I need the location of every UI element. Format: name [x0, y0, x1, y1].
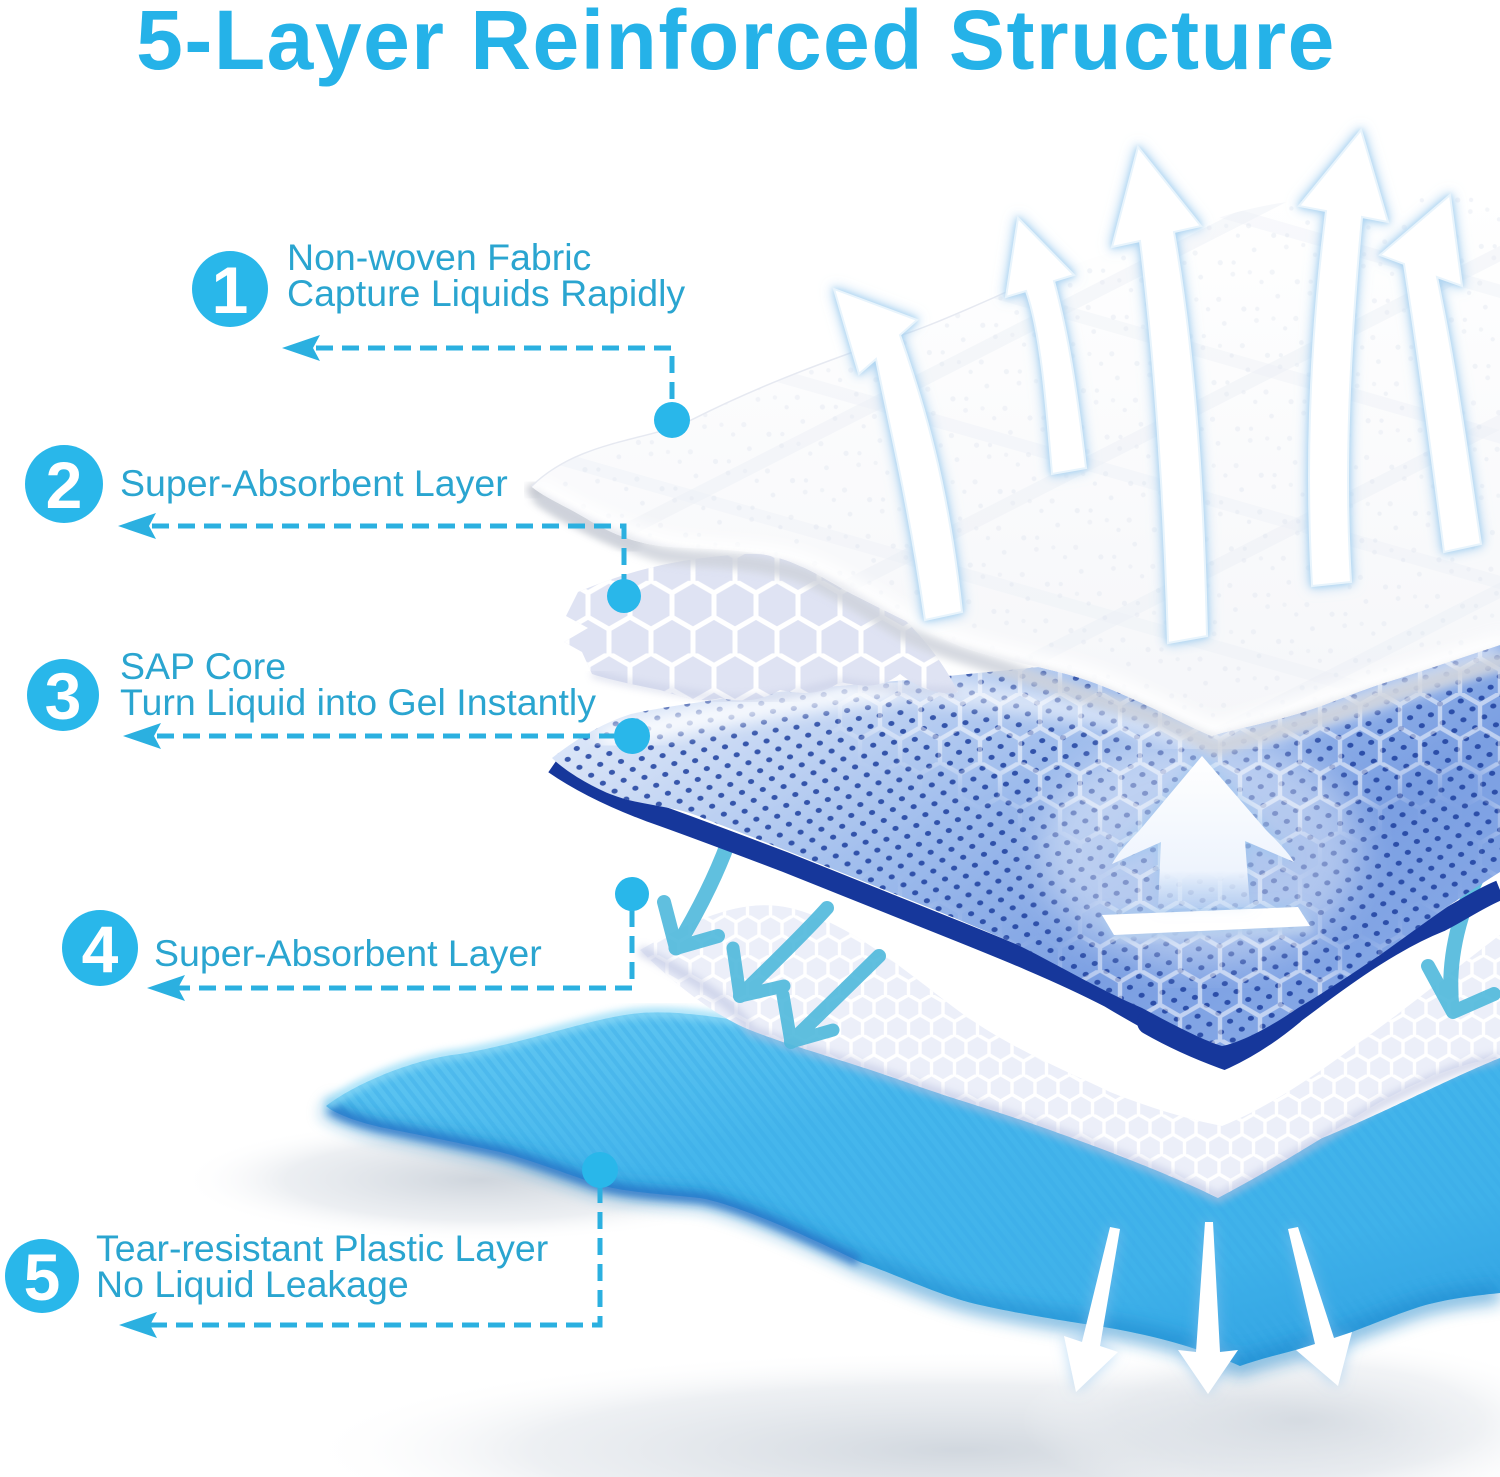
svg-text:SAP Core: SAP Core [120, 645, 286, 687]
svg-text:Tear-resistant Plastic Layer: Tear-resistant Plastic Layer [96, 1227, 548, 1269]
svg-text:1: 1 [212, 253, 249, 327]
svg-text:Non-woven Fabric: Non-woven Fabric [287, 236, 591, 278]
svg-text:4: 4 [82, 912, 119, 986]
svg-text:Super-Absorbent Layer: Super-Absorbent Layer [154, 932, 542, 974]
svg-text:Turn Liquid into Gel Instantly: Turn Liquid into Gel Instantly [120, 681, 596, 723]
svg-text:No Liquid Leakage: No Liquid Leakage [96, 1263, 409, 1305]
svg-text:2: 2 [46, 448, 83, 522]
svg-text:Capture Liquids Rapidly: Capture Liquids Rapidly [287, 272, 685, 314]
svg-text:Super-Absorbent Layer: Super-Absorbent Layer [120, 462, 508, 504]
svg-text:5: 5 [24, 1240, 61, 1314]
svg-text:5-Layer Reinforced Structure: 5-Layer Reinforced Structure [136, 0, 1336, 87]
svg-text:3: 3 [45, 659, 82, 733]
